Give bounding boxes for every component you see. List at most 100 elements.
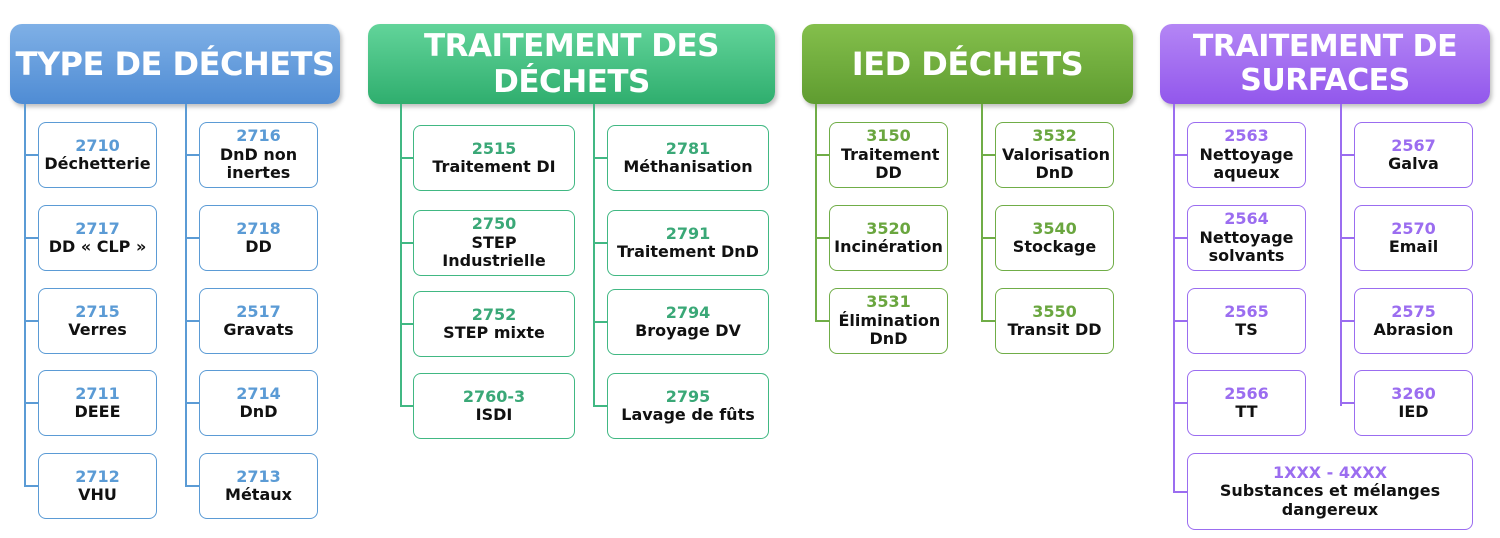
item-label: Broyage DV (635, 321, 741, 340)
connector-branch (1340, 320, 1354, 322)
item-code: 2566 (1224, 383, 1269, 403)
connector-branch (400, 157, 413, 159)
connector-branch (1340, 402, 1354, 404)
item-code: 2710 (75, 135, 120, 155)
header-traitement-des-dechets: TRAITEMENT DES DÉCHETS (368, 24, 775, 104)
item-label: Traitement DD (841, 144, 940, 183)
item-box: 3260 IED (1354, 370, 1473, 436)
connector-branch (24, 320, 38, 322)
connector-branch (981, 154, 995, 156)
connector-branch (1173, 402, 1187, 404)
item-box: 2794 Broyage DV (607, 289, 769, 355)
item-label: Valorisation DnD (1002, 144, 1110, 183)
item-label: Nettoyage solvants (1199, 227, 1294, 266)
item-label: DD (245, 237, 272, 256)
item-code: 2575 (1391, 301, 1436, 321)
item-label: Stockage (1012, 237, 1097, 256)
item-code: 2567 (1391, 135, 1436, 155)
item-box: 3550 Transit DD (995, 288, 1114, 354)
connector-branch (981, 320, 995, 322)
connector-trunk (815, 104, 817, 322)
item-box: 2565 TS (1187, 288, 1306, 354)
item-label: DnD (239, 402, 278, 421)
item-code: 2712 (75, 466, 120, 486)
item-code: 3520 (866, 218, 911, 238)
item-code: 2515 (471, 138, 517, 158)
connector-branch (24, 402, 38, 404)
item-code: 2713 (236, 466, 281, 486)
item-label: Transit DD (1007, 320, 1102, 339)
connector-branch (185, 237, 199, 239)
connector-branch (1173, 237, 1187, 239)
item-code: 2564 (1224, 209, 1269, 229)
item-box: 2515 Traitement DI (413, 125, 575, 191)
connector-branch (815, 154, 829, 156)
item-label: Abrasion (1373, 320, 1454, 339)
item-code: 3540 (1032, 218, 1077, 238)
item-label: Traitement DI (432, 157, 556, 176)
item-code: 2565 (1224, 301, 1269, 321)
item-box: 2715 Verres (38, 288, 157, 354)
header-type-de-dechets: TYPE DE DÉCHETS (10, 24, 340, 104)
item-box: 2575 Abrasion (1354, 288, 1473, 354)
connector-branch (185, 154, 199, 156)
connector-branch (24, 485, 38, 487)
item-box: 2714 DnD (199, 370, 318, 436)
item-code: 2781 (665, 138, 711, 158)
item-label: Traitement DnD (617, 242, 759, 261)
header-traitement-de-surfaces: TRAITEMENT DE SURFACES (1160, 24, 1490, 104)
connector-branch (185, 320, 199, 322)
connector-branch (593, 321, 607, 323)
item-label: DEEE (74, 402, 121, 421)
item-label: Nettoyage aqueux (1199, 144, 1294, 183)
item-code: 2563 (1224, 126, 1269, 146)
item-code: 2570 (1391, 218, 1436, 238)
item-code: 2752 (471, 304, 517, 324)
item-box: 2760-3 ISDI (413, 373, 575, 439)
connector-trunk (400, 104, 402, 406)
connector-trunk (1340, 104, 1342, 406)
item-code: 2750 (471, 214, 517, 234)
item-code: 3260 (1391, 383, 1436, 403)
item-label: Galva (1388, 154, 1439, 173)
item-box: 2564 Nettoyage solvants (1187, 205, 1306, 271)
item-label: TS (1235, 320, 1258, 339)
item-label: STEP Industrielle (442, 232, 546, 271)
connector-branch (400, 323, 413, 325)
item-box: 2791 Traitement DnD (607, 210, 769, 276)
item-code: 2717 (75, 218, 120, 238)
item-code: 2760-3 (462, 386, 526, 406)
connector-trunk (24, 104, 26, 486)
item-code: 2791 (665, 223, 711, 243)
item-label: Méthanisation (623, 157, 753, 176)
connector-branch (400, 242, 413, 244)
item-code: 2718 (236, 218, 281, 238)
item-label: STEP mixte (443, 323, 545, 342)
connector-branch (593, 242, 607, 244)
item-box-wide: 1XXX - 4XXX Substances et mélanges dange… (1187, 453, 1473, 530)
item-label: Verres (68, 320, 127, 339)
item-box: 2752 STEP mixte (413, 291, 575, 357)
item-label: Gravats (223, 320, 294, 339)
item-box: 3520 Incinération (829, 205, 948, 271)
item-label: VHU (78, 485, 117, 504)
item-code: 2714 (236, 383, 281, 403)
item-label: DD « CLP » (48, 237, 147, 256)
connector-branch (593, 405, 607, 407)
item-box: 2781 Méthanisation (607, 125, 769, 191)
connector-branch (1340, 237, 1354, 239)
item-box: 2563 Nettoyage aqueux (1187, 122, 1306, 188)
item-code: 3150 (866, 126, 911, 146)
connector-branch (24, 154, 38, 156)
connector-trunk (593, 104, 595, 406)
item-label: ISDI (475, 405, 513, 424)
connector-trunk (185, 104, 187, 486)
item-box: 3150 Traitement DD (829, 122, 948, 188)
item-label: Métaux (225, 485, 292, 504)
connector-branch (815, 237, 829, 239)
item-label: Lavage de fûts (621, 405, 755, 424)
item-box: 2711 DEEE (38, 370, 157, 436)
connector-branch (400, 405, 413, 407)
item-box: 2712 VHU (38, 453, 157, 519)
